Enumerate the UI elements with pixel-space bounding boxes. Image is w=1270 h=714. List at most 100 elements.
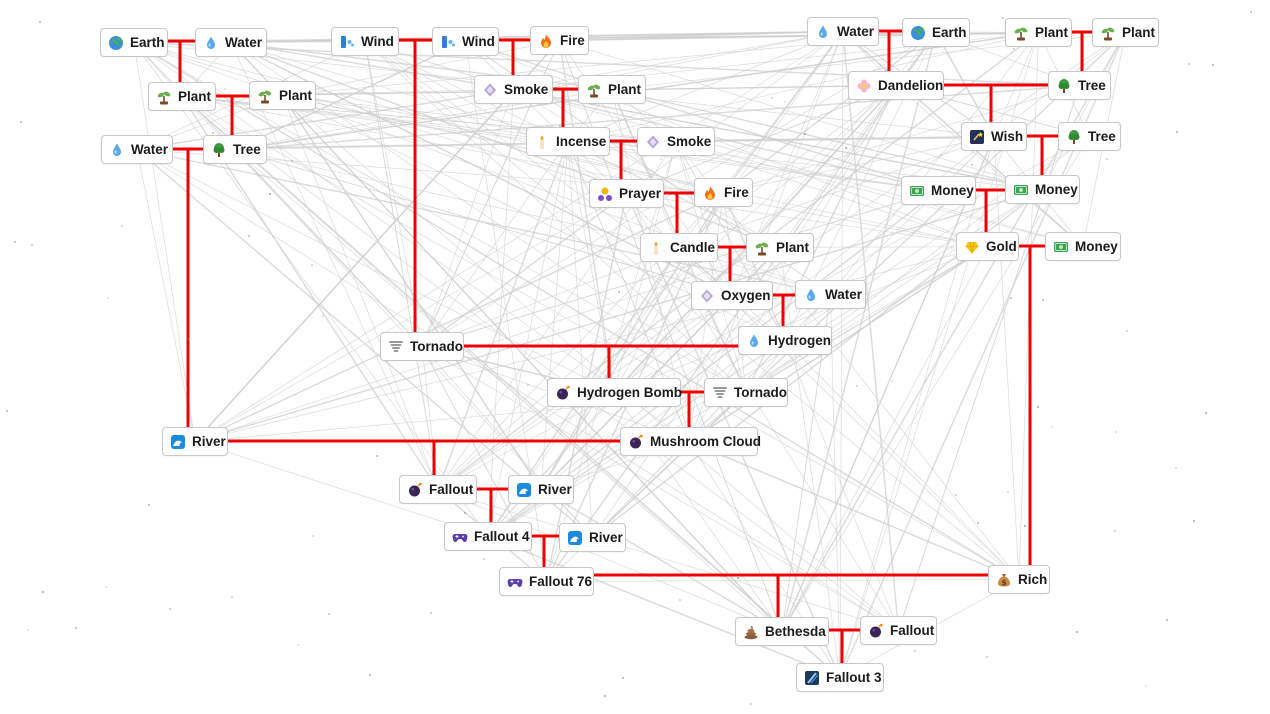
element-card-fallout-2[interactable]: Fallout xyxy=(860,616,937,645)
particle-dot xyxy=(527,384,529,386)
element-card-river-3[interactable]: River xyxy=(559,523,626,552)
element-card-water-3[interactable]: Water xyxy=(795,280,866,309)
element-card-money-2[interactable]: Money xyxy=(1005,175,1080,204)
faint-line xyxy=(133,41,1020,581)
particle-dot xyxy=(771,97,773,99)
element-card-tornado-1[interactable]: Tornado xyxy=(380,332,464,361)
faint-line xyxy=(611,88,1043,191)
faint-line xyxy=(487,189,1043,537)
element-card-money-1[interactable]: Money xyxy=(901,176,976,205)
oxygen-icon xyxy=(699,288,715,304)
particle-dot xyxy=(914,650,916,652)
element-card-oxygen-1[interactable]: Oxygen xyxy=(691,281,773,310)
particle-dot xyxy=(951,247,953,249)
element-label: Oxygen xyxy=(721,288,771,303)
particle-dot xyxy=(105,586,107,588)
faint-line xyxy=(437,489,783,632)
element-card-dandelion-1[interactable]: Dandelion xyxy=(848,71,944,100)
particle-dot xyxy=(269,193,271,195)
element-card-hbomb-1[interactable]: Hydrogen Bomb xyxy=(547,378,682,407)
particle-dot xyxy=(312,535,314,537)
element-card-fire-2[interactable]: Fire xyxy=(694,178,753,207)
element-card-fallout3-1[interactable]: Fallout 3 xyxy=(796,663,884,692)
element-card-fallout-1[interactable]: Fallout xyxy=(399,475,477,504)
particle-dot xyxy=(75,627,77,629)
water-drop-icon xyxy=(803,287,819,303)
particle-dot xyxy=(430,612,432,614)
smoke-icon xyxy=(645,134,661,150)
particle-dot xyxy=(42,591,44,593)
element-card-wind-1[interactable]: Wind xyxy=(331,27,399,56)
element-label: Prayer xyxy=(619,186,662,201)
element-label: Fire xyxy=(724,185,749,200)
faint-line xyxy=(133,42,724,193)
element-card-bethesda-1[interactable]: Bethesda xyxy=(735,617,829,646)
faint-line xyxy=(895,85,1084,247)
element-card-rich-1[interactable]: $Rich xyxy=(988,565,1050,594)
element-card-plant-2[interactable]: Plant xyxy=(249,81,316,110)
faint-line xyxy=(626,193,988,247)
element-label: Smoke xyxy=(504,82,549,97)
element-card-money-3[interactable]: Money xyxy=(1045,232,1121,261)
faint-line xyxy=(546,579,1020,582)
element-label: Candle xyxy=(670,240,716,255)
element-card-candle-1[interactable]: Candle xyxy=(640,233,718,262)
element-card-plant-1[interactable]: Plant xyxy=(148,82,216,111)
particle-dot xyxy=(1010,297,1012,299)
element-card-fallout4-1[interactable]: Fallout 4 xyxy=(444,522,532,551)
faint-line xyxy=(364,41,747,393)
element-card-incense-1[interactable]: Incense xyxy=(526,127,610,156)
particle-dot xyxy=(1042,299,1044,301)
faint-line xyxy=(839,31,844,678)
element-card-plant-5[interactable]: Plant xyxy=(1005,18,1072,47)
element-card-tornado-2[interactable]: Tornado xyxy=(704,378,788,407)
element-label: Tornado xyxy=(410,339,463,354)
element-card-water-4[interactable]: Water xyxy=(807,17,879,46)
element-card-hydrogen-1[interactable]: Hydrogen xyxy=(738,326,832,355)
faint-line xyxy=(234,149,841,678)
element-card-tree-3[interactable]: Tree xyxy=(1058,122,1121,151)
bomb-icon xyxy=(868,623,884,639)
element-card-water-1[interactable]: Water xyxy=(195,28,267,57)
element-label: Plant xyxy=(178,89,212,104)
faint-line xyxy=(194,31,844,442)
faint-line xyxy=(194,441,489,537)
element-card-wind-2[interactable]: Wind xyxy=(432,27,499,56)
element-card-water-2[interactable]: Water xyxy=(101,135,173,164)
element-card-smoke-2[interactable]: Smoke xyxy=(637,127,715,156)
element-card-plant-3[interactable]: Plant xyxy=(578,75,646,104)
element-card-fallout76-1[interactable]: Fallout 76 xyxy=(499,567,594,596)
element-card-tree-1[interactable]: Tree xyxy=(203,135,267,164)
element-card-smoke-1[interactable]: Smoke xyxy=(474,75,553,104)
tornado-icon xyxy=(712,385,728,401)
particle-dot xyxy=(297,644,299,646)
element-card-river-1[interactable]: River xyxy=(162,427,228,456)
faint-line xyxy=(364,41,627,194)
particle-dot xyxy=(248,235,250,237)
element-card-earth-2[interactable]: Earth xyxy=(902,18,970,47)
particle-dot xyxy=(1166,619,1168,621)
particle-dot xyxy=(1024,525,1026,527)
water-drop-icon xyxy=(109,142,125,158)
element-card-plant-4[interactable]: Plant xyxy=(746,233,814,262)
element-card-wish-1[interactable]: Wish xyxy=(961,122,1027,151)
faint-line xyxy=(781,246,988,632)
element-card-river-2[interactable]: River xyxy=(508,475,574,504)
element-card-plant-6[interactable]: Plant xyxy=(1092,18,1159,47)
particle-dot xyxy=(1013,48,1015,50)
plant-icon xyxy=(754,240,770,256)
faint-line xyxy=(675,141,1084,247)
element-card-fire-1[interactable]: Fire xyxy=(530,26,589,55)
particle-dot xyxy=(1175,467,1177,469)
element-card-prayer-1[interactable]: Prayer xyxy=(589,179,664,208)
gamepad-icon xyxy=(507,574,523,590)
element-card-tree-2[interactable]: Tree xyxy=(1048,71,1111,100)
particle-dot xyxy=(1205,412,1207,414)
element-card-mcloud-1[interactable]: Mushroom Cloud xyxy=(620,427,761,456)
faint-line xyxy=(745,245,988,394)
element-card-earth-1[interactable]: Earth xyxy=(100,28,168,57)
particle-dot xyxy=(618,291,620,293)
faint-line xyxy=(230,42,747,393)
element-card-gold-1[interactable]: Gold xyxy=(956,232,1019,261)
